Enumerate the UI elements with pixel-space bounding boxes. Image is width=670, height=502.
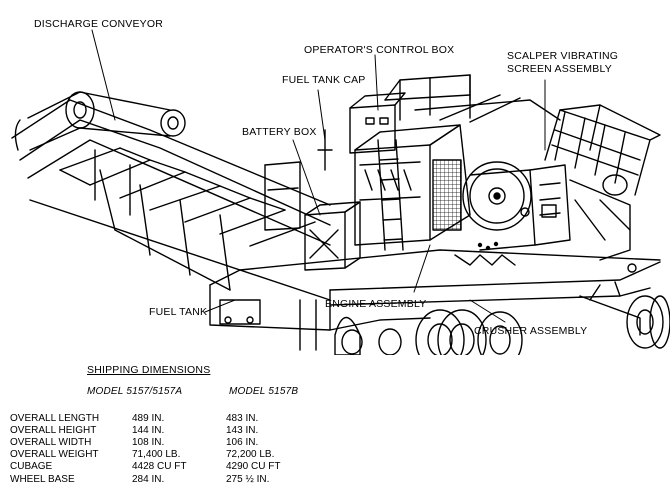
label-discharge-conveyor: DISCHARGE CONVEYOR <box>34 18 164 30</box>
battery-box <box>304 201 361 271</box>
label-operators-control-box: OPERATOR'S CONTROL BOX <box>304 44 455 56</box>
label-scalper-line1: SCALPER VIBRATING <box>507 50 619 62</box>
label-scalper-line2: SCREEN ASSEMBLY <box>507 63 612 75</box>
crusher-assembly <box>454 161 571 266</box>
model-a-header: MODEL 5157/5157A <box>87 386 183 397</box>
table-row: OVERALL WEIGHT 71,400 LB. 72,200 LB. <box>10 449 275 460</box>
upper-platform <box>384 74 561 123</box>
scalper-vibrating-screen <box>544 104 661 273</box>
label-battery-box: BATTERY BOX <box>242 126 317 138</box>
table-row: OVERALL LENGTH 489 IN. 483 IN. <box>10 413 259 424</box>
main-chassis <box>209 249 661 351</box>
shipping-dimensions-table: OVERALL LENGTH 489 IN. 483 IN. OVERALL H… <box>10 413 410 493</box>
label-fuel-tank: FUEL TANK <box>149 306 208 318</box>
table-row: OVERALL WIDTH 108 IN. 106 IN. <box>10 437 259 448</box>
discharge-conveyor <box>11 91 331 301</box>
label-fuel-tank-cap: FUEL TANK CAP <box>282 74 366 86</box>
engine-housing <box>264 124 471 251</box>
table-row: OVERALL HEIGHT 144 IN. 143 IN. <box>10 425 259 436</box>
label-crusher-assembly: CRUSHER ASSEMBLY <box>474 325 588 337</box>
shipping-dimensions-title: SHIPPING DIMENSIONS <box>87 364 211 376</box>
wheels <box>334 295 670 355</box>
table-row: WHEEL BASE 284 IN. 275 ½ IN. <box>10 474 270 485</box>
crusher-plant-illustration <box>11 29 670 355</box>
model-b-header: MODEL 5157B <box>229 386 299 397</box>
leader-lines <box>91 29 546 323</box>
label-engine-assembly: ENGINE ASSEMBLY <box>325 298 427 310</box>
table-row: CUBAGE 4428 CU FT 4290 CU FT <box>10 461 281 472</box>
